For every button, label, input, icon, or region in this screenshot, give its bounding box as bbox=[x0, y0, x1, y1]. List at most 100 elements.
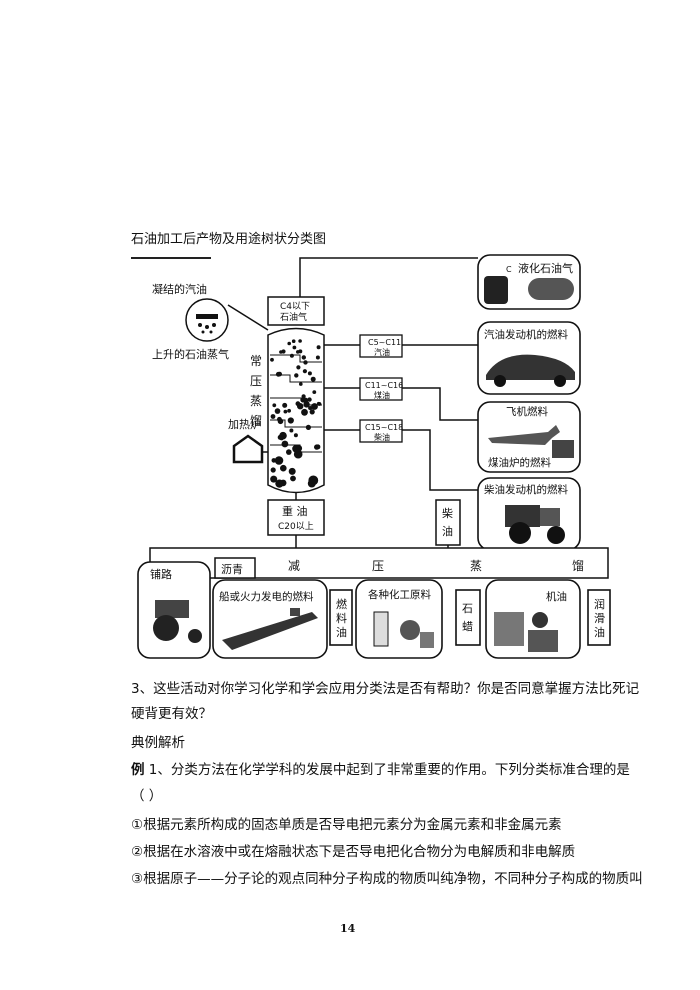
column-dot bbox=[287, 408, 291, 413]
asphalt-box bbox=[214, 557, 256, 579]
lpg-label: 液化石油气 bbox=[518, 261, 573, 275]
kerosene-range: C11~C16 bbox=[365, 381, 403, 390]
ship-icon bbox=[222, 608, 318, 650]
option-3: ③根据原子——分子论的观点同种分子构成的物质叫纯净物，不同种分子构成的物质叫 bbox=[131, 871, 643, 887]
gasoline-box bbox=[359, 334, 403, 358]
heavy-oil-label: 重 油 bbox=[282, 504, 308, 518]
airplane-icon bbox=[488, 425, 574, 458]
top-box bbox=[267, 296, 325, 326]
page-number: 14 bbox=[340, 922, 356, 935]
lube-box bbox=[587, 589, 611, 646]
column-dot bbox=[307, 479, 316, 488]
wax-1: 石 bbox=[462, 602, 473, 615]
stove-label: 煤油炉的燃料 bbox=[488, 456, 551, 469]
example-text: 1、分类方法在化学学科的发展中起到了非常重要的作用。下列分类标准合理的是 bbox=[144, 762, 630, 778]
example-label: 例 bbox=[131, 762, 145, 778]
column-dot bbox=[279, 350, 283, 354]
column-char-3: 蒸 bbox=[250, 394, 262, 408]
asphalt-label: 沥青 bbox=[221, 563, 243, 576]
wax-box bbox=[455, 589, 481, 646]
example1-line2: （ ） bbox=[131, 788, 163, 804]
chem-label: 各种化工原料 bbox=[368, 588, 431, 601]
heavy-oil-range: C20以上 bbox=[278, 521, 314, 532]
column-dot bbox=[296, 350, 300, 354]
column-dot bbox=[287, 341, 292, 346]
chemicals-icon bbox=[373, 611, 434, 648]
column-dot bbox=[312, 390, 317, 394]
q3-line1: 3、这些活动对你学习化学和学会应用分类法是否有帮助？你是否同意掌握方法比死记 bbox=[131, 681, 640, 697]
column-char-1: 常 bbox=[250, 354, 262, 368]
column-dot bbox=[307, 397, 312, 402]
column-dot bbox=[315, 355, 320, 360]
heavy-oil-box bbox=[267, 499, 325, 536]
option-1: ①根据元素所构成的固态单质是否导电把元素分为金属元素和非金属元素 bbox=[131, 817, 562, 833]
option-2: ②根据在水溶液中或在熔融状态下是否导电把化合物分为电解质和非电解质 bbox=[131, 844, 576, 860]
column-dot bbox=[283, 409, 288, 414]
column-dot bbox=[293, 433, 298, 438]
q3-line2: 硬背更有效？ bbox=[131, 706, 212, 722]
column-dot bbox=[290, 475, 296, 482]
aircraft-label: 飞机燃料 bbox=[506, 405, 548, 418]
fuel-oil-box bbox=[329, 589, 353, 646]
column-dot bbox=[310, 376, 316, 382]
caption-rule bbox=[131, 257, 211, 259]
vacuum-char-4: 馏 bbox=[572, 559, 584, 573]
paving-label: 铺路 bbox=[150, 568, 172, 581]
furnace-label: 加热炉 bbox=[228, 418, 261, 431]
condensed-gasoline-label: 凝结的汽油 bbox=[152, 282, 207, 296]
column-dot bbox=[303, 401, 310, 408]
column-dot bbox=[270, 475, 278, 483]
example1-line1: 例 1、分类方法在化学学科的发展中起到了非常重要的作用。下列分类标准合理的是 bbox=[131, 760, 630, 780]
column-dot bbox=[281, 440, 289, 448]
fuel-oil-1: 燃 bbox=[336, 597, 347, 611]
column-dot bbox=[274, 456, 284, 465]
tractor-icon bbox=[505, 505, 565, 544]
column-dot bbox=[274, 408, 281, 414]
column-dot bbox=[286, 449, 292, 455]
lube-1: 润 bbox=[594, 597, 605, 611]
diesel-range: C15~C18 bbox=[365, 423, 403, 432]
diesel-side-box bbox=[435, 499, 461, 546]
column-dot bbox=[296, 365, 301, 370]
kerosene-label: 煤油 bbox=[374, 390, 390, 400]
column-dot bbox=[282, 402, 288, 408]
column-dot bbox=[301, 408, 308, 416]
column-dot bbox=[292, 444, 300, 453]
column-char-2: 压 bbox=[250, 374, 262, 388]
line-kerosene bbox=[402, 387, 478, 421]
fuel-oil-2: 料 bbox=[336, 611, 347, 625]
rising-vapor-label: 上升的石油蒸气 bbox=[152, 347, 229, 361]
column-dot bbox=[287, 417, 294, 424]
column-dot bbox=[292, 345, 297, 350]
column-dot bbox=[302, 369, 307, 374]
diesel-label: 柴油 bbox=[374, 432, 390, 442]
diesel-engine-label: 柴油发动机的燃料 bbox=[484, 483, 568, 496]
vacuum-char-2: 压 bbox=[372, 559, 384, 573]
condenser-circle bbox=[185, 298, 229, 342]
car-icon bbox=[486, 354, 575, 387]
column-dot bbox=[314, 444, 320, 450]
gasoline-engine-label: 汽油发动机的燃料 bbox=[484, 328, 568, 341]
column-dot bbox=[295, 401, 301, 407]
line-diesel bbox=[402, 429, 478, 491]
column-dot bbox=[279, 436, 284, 441]
column-dot bbox=[275, 479, 284, 488]
column-dot bbox=[277, 416, 282, 422]
column-dot bbox=[272, 403, 277, 408]
column-dot bbox=[308, 406, 313, 410]
diesel-side-1: 柴 bbox=[442, 506, 453, 520]
road-roller-icon bbox=[153, 600, 202, 643]
column-dot bbox=[298, 339, 302, 343]
column-dot bbox=[307, 371, 312, 376]
line-lpg bbox=[299, 257, 478, 305]
column-dot bbox=[301, 355, 306, 360]
gasoline-label: 汽油 bbox=[374, 347, 390, 357]
section-heading: 典例解析 bbox=[131, 735, 185, 751]
top-box-line1: C4以下 bbox=[280, 302, 310, 312]
column-dot bbox=[270, 357, 274, 362]
diagram-caption: 石油加工后产物及用途树状分类图 bbox=[131, 232, 327, 247]
column-char-4: 馏 bbox=[250, 414, 262, 428]
top-box-line2: 石油气 bbox=[280, 311, 307, 323]
furnace-icon bbox=[232, 434, 264, 464]
ship-label: 船或火力发电的燃料 bbox=[219, 590, 314, 603]
